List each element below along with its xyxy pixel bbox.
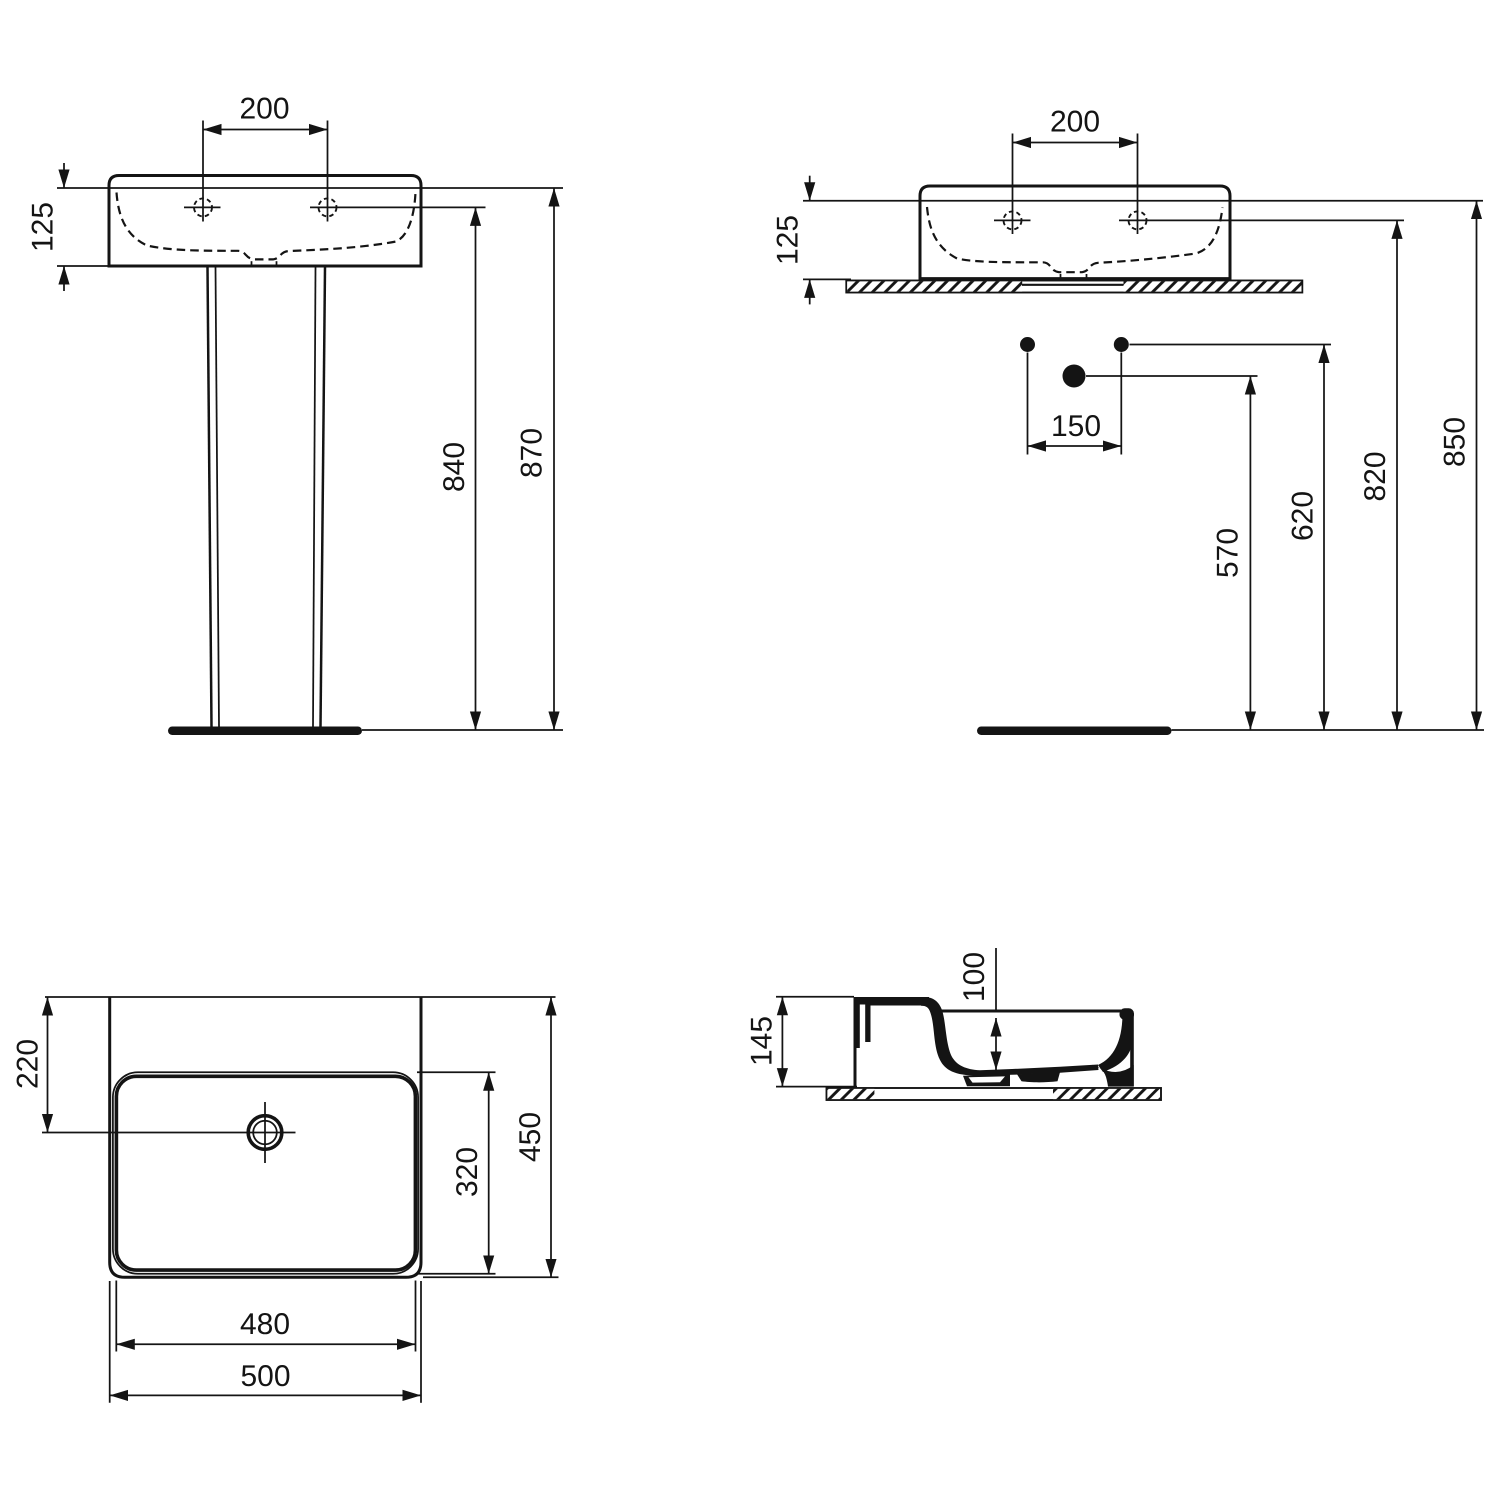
svg-text:150: 150 — [1051, 410, 1101, 443]
svg-text:870: 870 — [516, 428, 549, 478]
svg-text:320: 320 — [451, 1147, 484, 1197]
svg-text:200: 200 — [1050, 106, 1100, 139]
svg-text:820: 820 — [1359, 451, 1392, 501]
svg-text:620: 620 — [1287, 491, 1320, 541]
svg-text:220: 220 — [12, 1039, 45, 1089]
svg-text:480: 480 — [240, 1308, 290, 1341]
svg-text:570: 570 — [1212, 528, 1245, 578]
svg-text:100: 100 — [958, 952, 991, 1002]
svg-text:125: 125 — [772, 215, 805, 265]
svg-text:500: 500 — [240, 1360, 290, 1393]
svg-text:840: 840 — [438, 442, 471, 492]
svg-text:125: 125 — [27, 202, 60, 252]
svg-text:850: 850 — [1439, 417, 1472, 467]
svg-text:450: 450 — [514, 1112, 547, 1162]
svg-text:145: 145 — [746, 1016, 779, 1066]
svg-text:200: 200 — [239, 93, 289, 126]
